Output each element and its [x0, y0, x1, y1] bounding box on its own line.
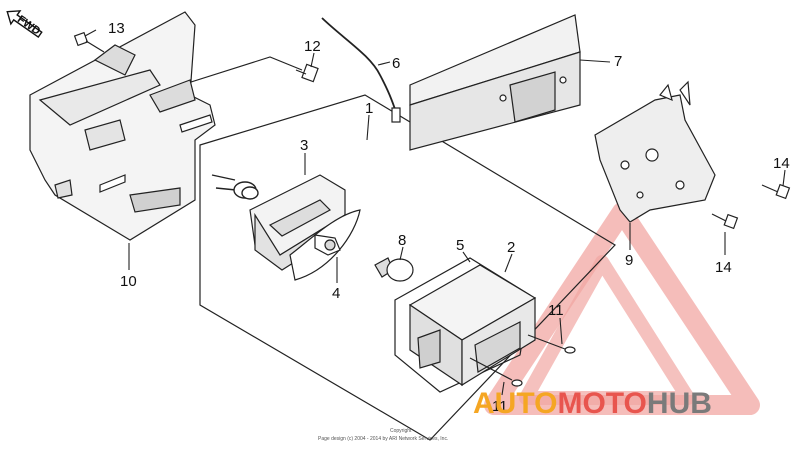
callout-8: 8 [398, 232, 406, 249]
callout-5: 5 [456, 237, 464, 254]
callout-14-right: 14 [773, 155, 790, 172]
part-6-wire [321, 17, 401, 123]
callout-11-lower: 11 [492, 398, 508, 415]
part-11-screw-upper [527, 334, 576, 354]
part-14-bolt-right [761, 183, 791, 200]
watermark-triangle-inner [519, 255, 695, 405]
part-10-fender-bracket [29, 11, 216, 241]
part-3-lamp-housing [249, 174, 361, 281]
callout-10: 10 [120, 273, 137, 290]
copyright-line-1: Copyright [390, 428, 412, 434]
part-5-gasket [394, 257, 531, 393]
callout-9: 9 [625, 252, 633, 269]
part-4-bulb-socket [314, 234, 341, 256]
callout-1: 1 [365, 100, 373, 117]
callout-13: 13 [108, 20, 125, 37]
part-13-bolt [73, 31, 105, 53]
callout-6: 6 [392, 55, 400, 72]
part-9-license-bracket [594, 80, 716, 223]
callout-numbers: 13 12 6 7 1 3 14 8 5 2 9 14 10 4 11 11 [108, 20, 790, 415]
part-14-bolt-lower [711, 213, 739, 230]
part-12-bolt [295, 63, 319, 83]
callout-4: 4 [332, 285, 340, 302]
callout-14-lower: 14 [715, 259, 732, 276]
leader-lines [84, 29, 786, 396]
watermark-logo [484, 202, 760, 415]
callout-2: 2 [507, 239, 515, 256]
fwd-arrow-icon: FWD [6, 10, 43, 39]
fwd-label: FWD [15, 13, 42, 37]
callout-12: 12 [304, 38, 321, 55]
watermark-hub: HUB [647, 387, 712, 420]
watermark-text: AUTOMOTOHUB [473, 387, 712, 420]
callout-11-upper: 11 [548, 302, 564, 319]
watermark-auto: AUTO [473, 387, 557, 420]
part-8-bulb [374, 257, 414, 282]
part-7-cover [409, 14, 581, 151]
copyright-line-2: Page design (c) 2004 - 2014 by ARI Netwo… [318, 436, 448, 442]
callout-7: 7 [614, 53, 622, 70]
part-11-screw-lower [469, 357, 523, 387]
part-3-socket-wires [211, 174, 259, 200]
watermark-moto: MOTO [557, 387, 646, 420]
callout-3: 3 [300, 137, 308, 154]
